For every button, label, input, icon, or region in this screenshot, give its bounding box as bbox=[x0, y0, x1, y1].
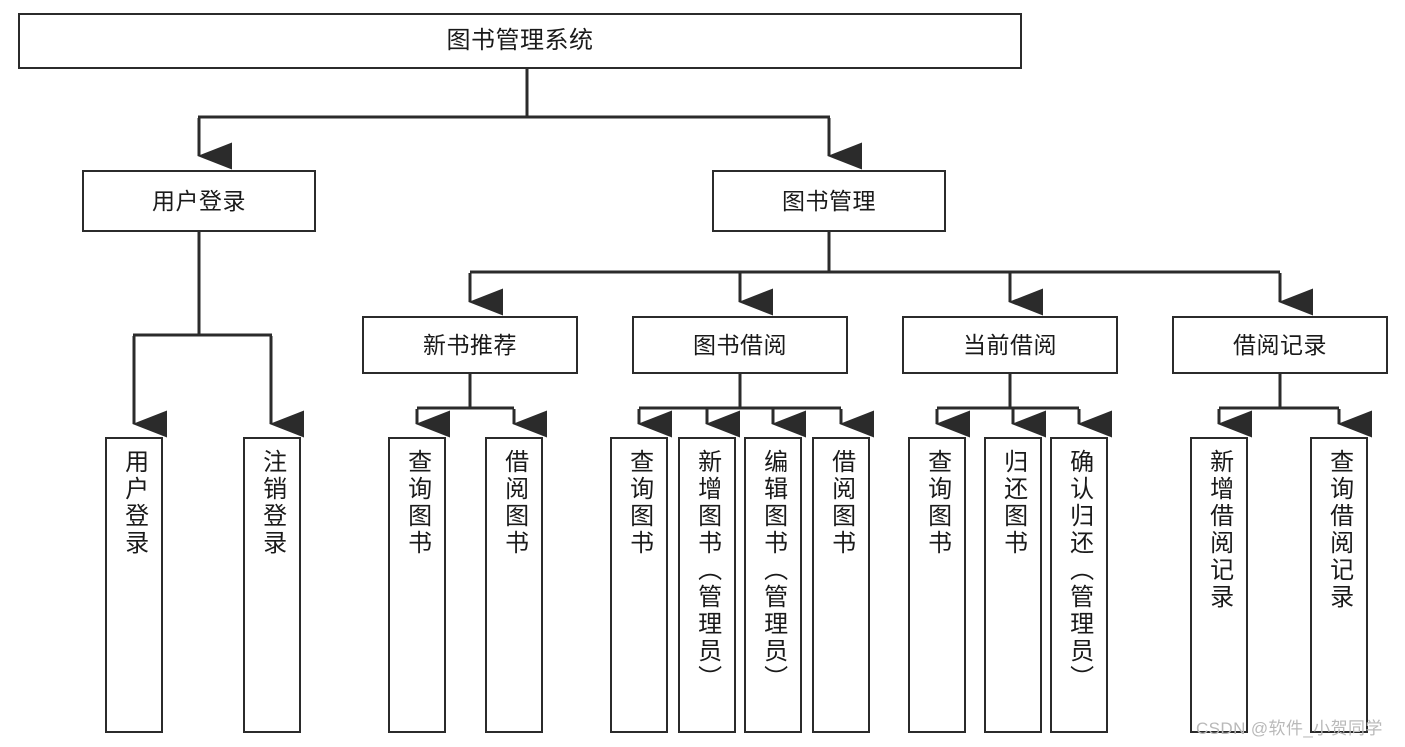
leaf-return-book[interactable]: 归还图书 bbox=[984, 437, 1042, 733]
leaf-add-borrow-record-label: 新增借阅记录 bbox=[1205, 449, 1233, 611]
leaf-confirm-return-admin-label: 确认归还（管理员） bbox=[1065, 449, 1093, 692]
leaf-edit-book-admin[interactable]: 编辑图书（管理员） bbox=[744, 437, 802, 733]
node-book-management-label: 图书管理 bbox=[782, 187, 876, 214]
leaf-borrow-book-label: 借阅图书 bbox=[827, 449, 855, 557]
csdn-watermark: CSDN @软件_小贺同学 bbox=[1196, 719, 1383, 738]
node-current-borrow-label: 当前借阅 bbox=[963, 331, 1057, 358]
node-new-book-recommend-label: 新书推荐 bbox=[423, 331, 517, 358]
leaf-borrow-book-recommend-label: 借阅图书 bbox=[500, 449, 528, 557]
leaf-confirm-return-admin[interactable]: 确认归还（管理员） bbox=[1050, 437, 1108, 733]
node-book-borrow-label: 图书借阅 bbox=[693, 331, 787, 358]
leaf-query-book-recommend[interactable]: 查询图书 bbox=[388, 437, 446, 733]
node-user-login[interactable]: 用户登录 bbox=[82, 170, 316, 232]
leaf-logout[interactable]: 注销登录 bbox=[243, 437, 301, 733]
node-new-book-recommend[interactable]: 新书推荐 bbox=[362, 316, 578, 374]
leaf-borrow-book[interactable]: 借阅图书 bbox=[812, 437, 870, 733]
node-book-borrow[interactable]: 图书借阅 bbox=[632, 316, 848, 374]
leaf-add-book-admin[interactable]: 新增图书（管理员） bbox=[678, 437, 736, 733]
leaf-logout-label: 注销登录 bbox=[258, 449, 286, 557]
leaf-return-book-label: 归还图书 bbox=[999, 449, 1027, 557]
leaf-add-borrow-record[interactable]: 新增借阅记录 bbox=[1190, 437, 1248, 733]
node-root-label: 图书管理系统 bbox=[446, 27, 594, 55]
node-borrow-record[interactable]: 借阅记录 bbox=[1172, 316, 1388, 374]
leaf-query-book-current[interactable]: 查询图书 bbox=[908, 437, 966, 733]
leaf-query-borrow-record[interactable]: 查询借阅记录 bbox=[1310, 437, 1368, 733]
leaf-query-book[interactable]: 查询图书 bbox=[610, 437, 668, 733]
node-user-login-label: 用户登录 bbox=[152, 187, 246, 214]
leaf-borrow-book-recommend[interactable]: 借阅图书 bbox=[485, 437, 543, 733]
leaf-query-book-recommend-label: 查询图书 bbox=[403, 449, 431, 557]
leaf-user-login[interactable]: 用户登录 bbox=[105, 437, 163, 733]
leaf-query-book-label: 查询图书 bbox=[625, 449, 653, 557]
node-root[interactable]: 图书管理系统 bbox=[18, 13, 1022, 69]
leaf-query-book-current-label: 查询图书 bbox=[923, 449, 951, 557]
leaf-add-book-admin-label: 新增图书（管理员） bbox=[693, 449, 721, 692]
leaf-query-borrow-record-label: 查询借阅记录 bbox=[1325, 449, 1353, 611]
node-current-borrow[interactable]: 当前借阅 bbox=[902, 316, 1118, 374]
leaf-edit-book-admin-label: 编辑图书（管理员） bbox=[759, 449, 787, 692]
leaf-user-login-label: 用户登录 bbox=[120, 449, 148, 557]
node-book-management[interactable]: 图书管理 bbox=[712, 170, 946, 232]
node-borrow-record-label: 借阅记录 bbox=[1233, 331, 1327, 358]
